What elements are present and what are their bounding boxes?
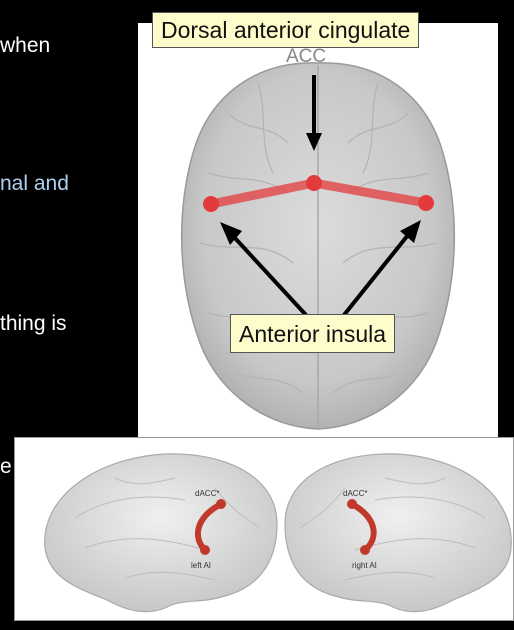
left-ai-label: left AI bbox=[191, 561, 212, 570]
right-ai-node bbox=[360, 545, 370, 555]
slide-text-line-2: nal and bbox=[0, 172, 69, 195]
hemispheres-illustration bbox=[44, 453, 512, 613]
slide-text-line-1: when bbox=[0, 34, 51, 57]
dacc-node bbox=[306, 175, 322, 191]
callout-dorsal-anterior-cingulate: Dorsal anterior cingulate bbox=[152, 12, 420, 48]
right-dacc-node bbox=[347, 499, 357, 509]
acc-label: ACC bbox=[286, 46, 327, 67]
right-ai-label: right AI bbox=[352, 561, 377, 570]
arrow-to-dacc-head bbox=[306, 133, 322, 151]
left-dacc-node bbox=[216, 499, 226, 509]
right-hemisphere-gyri bbox=[299, 477, 486, 581]
right-dacc-label: dACC* bbox=[343, 489, 368, 498]
slide-text-line-4: e bbox=[0, 455, 12, 478]
arrows bbox=[220, 75, 421, 317]
left-dacc-label: dACC* bbox=[195, 489, 220, 498]
left-hemisphere bbox=[44, 453, 278, 613]
right-insula-node bbox=[418, 195, 434, 211]
axial-brain-panel bbox=[138, 23, 498, 437]
axial-brain-illustration bbox=[180, 62, 456, 430]
arrow-to-left-insula bbox=[232, 235, 308, 317]
left-ai-node bbox=[200, 545, 210, 555]
right-hemisphere bbox=[284, 453, 512, 613]
hemispheres-panel: dACC* left AI dACC* right AI bbox=[14, 437, 514, 621]
arrow-to-left-insula-head bbox=[220, 222, 242, 245]
left-tract bbox=[195, 499, 226, 555]
salience-network bbox=[203, 175, 434, 212]
callout-anterior-insula: Anterior insula bbox=[230, 314, 396, 353]
left-insula-node bbox=[203, 196, 219, 212]
slide-text-line-3: thing is bbox=[0, 312, 67, 335]
right-tract bbox=[347, 499, 377, 555]
left-hemisphere-gyri bbox=[74, 477, 261, 581]
arrow-to-right-insula bbox=[342, 233, 410, 317]
arrow-to-right-insula-head bbox=[400, 220, 421, 243]
